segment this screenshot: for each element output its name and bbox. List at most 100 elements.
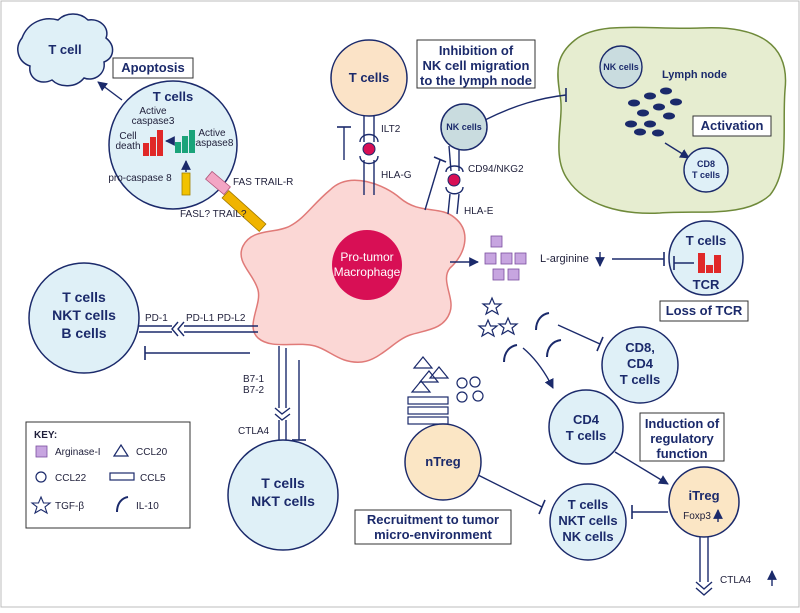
induction-box xyxy=(639,412,725,462)
pd1-label: PD-1 xyxy=(145,313,168,324)
procasp8-bar xyxy=(181,172,191,196)
ccl20-triangles xyxy=(410,356,450,393)
tcell-tcr-cell xyxy=(668,220,744,296)
ln-cd8-line1: CD8 xyxy=(697,159,715,169)
key-arginase-icon xyxy=(35,445,48,458)
active-casp8-1: Active xyxy=(198,128,226,139)
tnk-bottom-cell xyxy=(549,483,627,561)
macrophage-line2: Macrophage xyxy=(334,265,401,279)
recruitment-line1: Recruitment to tumor xyxy=(367,512,499,527)
ntreg-cell xyxy=(404,423,482,501)
induction-line1: Induction of xyxy=(645,416,720,431)
tcr-bars xyxy=(698,253,721,273)
hla-e-label: HLA-E xyxy=(464,206,494,217)
ilt2-label: ILT2 xyxy=(381,124,401,135)
ccl5-bars xyxy=(407,396,449,425)
key-tgf-icon xyxy=(30,495,52,515)
key-ccl20-icon xyxy=(112,443,130,457)
macrophage-line1: Pro-tumor xyxy=(340,250,393,264)
pdl-label: PD-L1 PD-L2 xyxy=(186,313,246,324)
cell-death-2: death xyxy=(115,141,140,152)
b7-2-label: B7-2 xyxy=(243,385,265,396)
procasp8-label: pro-caspase 8 xyxy=(108,173,172,184)
key-ccl22: CCL22 xyxy=(55,473,87,484)
b7-1-label: B7-1 xyxy=(243,374,265,385)
cd94-cup xyxy=(445,165,464,173)
ln-cd8-cell xyxy=(683,147,729,193)
inhibition-box xyxy=(416,39,536,89)
ntreg-inhibition-line xyxy=(477,474,543,508)
tnkt-line2: NKT cells xyxy=(251,493,315,509)
hla-e-ball xyxy=(447,173,461,187)
loss-tcr-box xyxy=(659,300,749,322)
cd4-line1: CD4 xyxy=(573,412,600,427)
ln-cd8-line2: T cells xyxy=(692,170,720,180)
loss-tcr-label: Loss of TCR xyxy=(666,303,743,318)
key-arginase: Arginase-I xyxy=(55,447,101,458)
cd4-cell xyxy=(548,389,624,465)
ln-cell-cluster xyxy=(625,87,682,137)
tcell-spiky xyxy=(17,13,114,87)
cell-death-1: Cell xyxy=(119,131,136,142)
hla-e-cup xyxy=(445,186,464,195)
cd4-line2: T cells xyxy=(566,428,606,443)
cd8cd4-inhibition-line xyxy=(557,324,601,345)
induction-line2: regulatory xyxy=(650,431,714,446)
cd8cd4-line1: CD8, xyxy=(625,340,655,355)
itreg-ctla4-label: CTLA4 xyxy=(720,575,752,586)
fasl-trail-label: FASL? TRAIL? xyxy=(180,209,247,220)
hla-e-stalk-r xyxy=(456,193,460,215)
key-ccl5-icon xyxy=(109,472,135,481)
tnb-cell xyxy=(28,262,140,374)
tnb-line3: B cells xyxy=(61,325,106,341)
nk-tbar xyxy=(433,156,447,163)
pd1-chevrons xyxy=(171,321,185,337)
foxp3-label: Foxp3 xyxy=(683,511,711,522)
key-ccl20: CCL20 xyxy=(136,447,168,458)
tnkt-bottom-cell xyxy=(227,439,339,551)
fas-trail-r-label: FAS TRAIL-R xyxy=(233,177,293,188)
ctla4-chevrons xyxy=(274,407,291,421)
apoptosis-box xyxy=(112,57,194,79)
inhibition-line3: to the lymph node xyxy=(420,73,532,88)
tnb-line1: T cells xyxy=(62,289,106,305)
casp3-bars xyxy=(143,130,163,156)
key-il10: IL-10 xyxy=(136,501,159,512)
activation-arrow xyxy=(664,142,690,159)
fas-receptor xyxy=(205,170,231,196)
ln-nk-label: NK cells xyxy=(603,62,639,72)
recruitment-line2: micro-environment xyxy=(374,527,492,542)
tnk-line2: NKT cells xyxy=(558,513,617,528)
hla-g-label: HLA-G xyxy=(381,170,412,181)
nk-cell-label: NK cells xyxy=(446,122,482,132)
activation-box xyxy=(692,115,772,137)
tcell-spiky-label: T cell xyxy=(48,42,81,57)
key-box xyxy=(25,421,191,529)
ilt2-cup xyxy=(359,133,379,143)
tnk-line1: T cells xyxy=(568,497,608,512)
itreg-cell xyxy=(668,466,740,538)
recruitment-box xyxy=(354,509,512,545)
induction-line3: function xyxy=(656,446,707,461)
casp8-bars xyxy=(175,130,195,153)
activation-label: Activation xyxy=(701,118,764,133)
hla-e-stalk-l xyxy=(447,193,451,215)
active-casp3-2: caspase3 xyxy=(132,116,175,127)
tcell-ilt2-label: T cells xyxy=(349,70,389,85)
cd8cd4-line3: T cells xyxy=(620,372,660,387)
fasl-ligand xyxy=(221,189,267,233)
active-casp8-2: caspase8 xyxy=(191,138,234,149)
cd8cd4-cell xyxy=(601,326,679,404)
cd4-to-itreg-arrow xyxy=(614,451,669,485)
active-casp3-1: Active xyxy=(139,106,167,117)
apoptosis-label: Apoptosis xyxy=(121,60,185,75)
lymph-node-label: Lymph node xyxy=(662,69,727,81)
to-cd4-arrow xyxy=(522,347,554,389)
tgf-stars xyxy=(477,296,519,338)
il10-arcs xyxy=(503,312,562,363)
ntreg-label: nTreg xyxy=(425,454,460,469)
apoptosis-arrow xyxy=(97,81,123,101)
ccl22-circles xyxy=(456,376,484,403)
ntreg-tbar xyxy=(538,499,546,515)
